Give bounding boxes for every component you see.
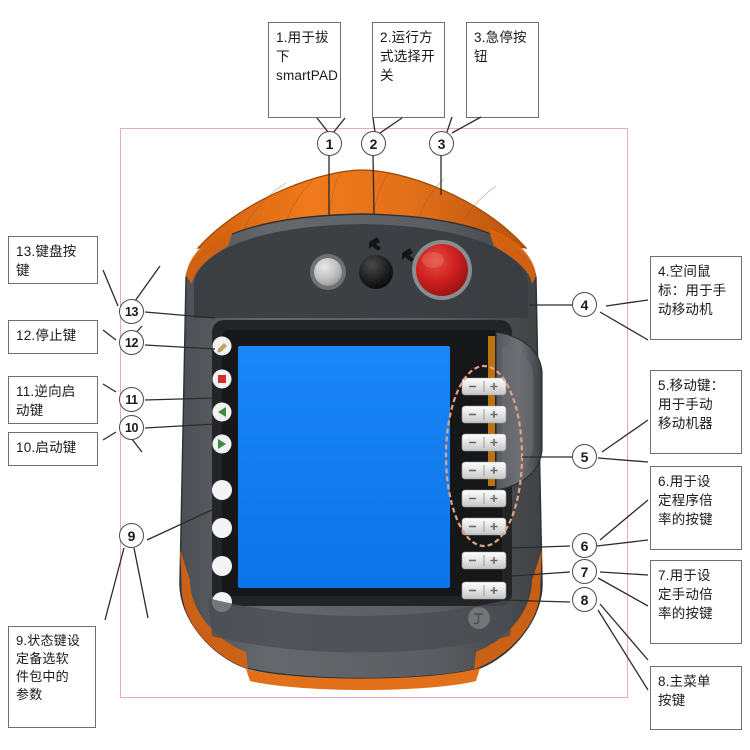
right-orange-rail [488,228,536,284]
triangle-right-icon [218,439,226,449]
square-icon [218,375,226,383]
bottom-body-shade [208,598,514,653]
marker-12[interactable]: 12 [119,330,144,355]
jog-key[interactable] [461,461,507,480]
callout-10: 10.启动键 [8,432,98,466]
marker-2[interactable]: 2 [361,131,386,156]
jog-key-column [444,364,524,630]
marker-3[interactable]: 3 [429,131,454,156]
callout-1-line-3: smartPAD [276,68,339,83]
jog-keys-highlight-ellipse [444,364,524,548]
callout-8: 8.主菜单 按键 [650,666,742,730]
callout-10-line-1: 10.启动键 [16,440,77,455]
callout-2-line-3: 关 [380,68,394,83]
callout-9-line-3: 件包中的 [16,669,69,684]
callout-2: 2.运行方 式选择开 关 [372,22,445,118]
mode-selector-icons [369,237,414,262]
callout-8-line-2: 按键 [658,693,686,708]
callout-11: 11.逆向启 动键 [8,376,98,424]
status-key-3[interactable] [212,556,232,576]
callout-9-line-2: 定备选软 [16,651,69,666]
right-orange-edge [474,550,542,669]
callout-3-line-1: 3.急停按 [474,30,527,45]
jog-key[interactable] [461,517,507,536]
callout-13: 13.键盘按 键 [8,236,98,284]
callout-3-line-2: 钮 [474,49,488,64]
marker-11[interactable]: 11 [119,387,144,412]
smartpad-illustration [179,169,543,690]
emergency-stop-button[interactable] [416,244,468,296]
mode-selector-switch[interactable] [359,255,393,289]
callout-11-line-2: 动键 [16,403,44,418]
callout-1-line-2: 下 [276,49,290,64]
marker-7[interactable]: 7 [572,559,597,584]
callout-5-line-3: 移动机器 [658,416,713,431]
marker-1[interactable]: 1 [317,131,342,156]
callout-7-line-2: 定手动倍 [658,587,713,602]
callout-9: 9.状态键设 定备选软 件包中的 参数 [8,626,96,728]
callout-5: 5.移动键： 用于手动 移动机器 [650,370,742,454]
estop-highlight [422,252,444,268]
callout-7: 7.用于设 定手动倍 率的按键 [650,560,742,644]
left-orange-edge [180,550,248,669]
marker-8[interactable]: 8 [572,587,597,612]
callout-6: 6.用于设 定程序倍 率的按键 [650,466,742,550]
callout-4: 4.空间鼠 标：用于手 动移动机 [650,256,742,340]
callout-7-line-3: 率的按键 [658,606,713,621]
jog-key[interactable] [461,489,507,508]
marker-5[interactable]: 5 [572,444,597,469]
callout-4-line-3: 动移动机 [658,302,713,317]
status-key-1[interactable] [212,480,232,500]
callout-13-line-2: 键 [16,263,30,278]
callout-7-line-1: 7.用于设 [658,568,711,583]
callout-11-line-1: 11.逆向启 [16,384,76,399]
pencil-icon [217,343,227,353]
marker-4[interactable]: 4 [572,292,597,317]
marker-6[interactable]: 6 [572,533,597,558]
callout-2-line-2: 式选择开 [380,49,435,64]
callout-9-line-1: 9.状态键设 [16,633,81,648]
marker-13[interactable]: 13 [119,299,144,324]
unplug-button[interactable] [314,258,342,286]
callout-9-line-4: 参数 [16,687,43,702]
callout-12-line-1: 12.停止键 [16,328,77,343]
callout-6-line-3: 率的按键 [658,512,713,527]
callout-4-line-1: 4.空间鼠 [658,264,711,279]
jog-key[interactable] [461,405,507,424]
marker-9[interactable]: 9 [119,523,144,548]
callout-6-line-2: 定程序倍 [658,493,713,508]
program-override-key[interactable] [461,551,507,570]
callout-13-line-1: 13.键盘按 [16,244,77,259]
callout-6-line-1: 6.用于设 [658,474,711,489]
callout-5-line-1: 5.移动键： [658,378,725,393]
display-screen[interactable] [238,346,450,588]
callout-1: 1.用于拔 下 smartPAD [268,22,341,118]
callout-5-line-2: 用于手动 [658,397,713,412]
bottom-orange-edge [246,668,480,690]
callout-2-line-1: 2.运行方 [380,30,433,45]
callout-8-line-1: 8.主菜单 [658,674,711,689]
status-key-2[interactable] [212,518,232,538]
jog-key[interactable] [461,377,507,396]
triangle-left-icon [218,407,226,417]
callout-3: 3.急停按 钮 [466,22,539,118]
manual-override-key[interactable] [461,581,507,600]
jog-key[interactable] [461,433,507,452]
callout-12: 12.停止键 [8,320,98,354]
space-mouse-highlight [502,346,533,476]
left-orange-rail [186,228,234,284]
callout-4-line-2: 标：用于手 [658,283,727,298]
marker-10[interactable]: 10 [119,415,144,440]
callout-1-line-1: 1.用于拔 [276,30,329,45]
